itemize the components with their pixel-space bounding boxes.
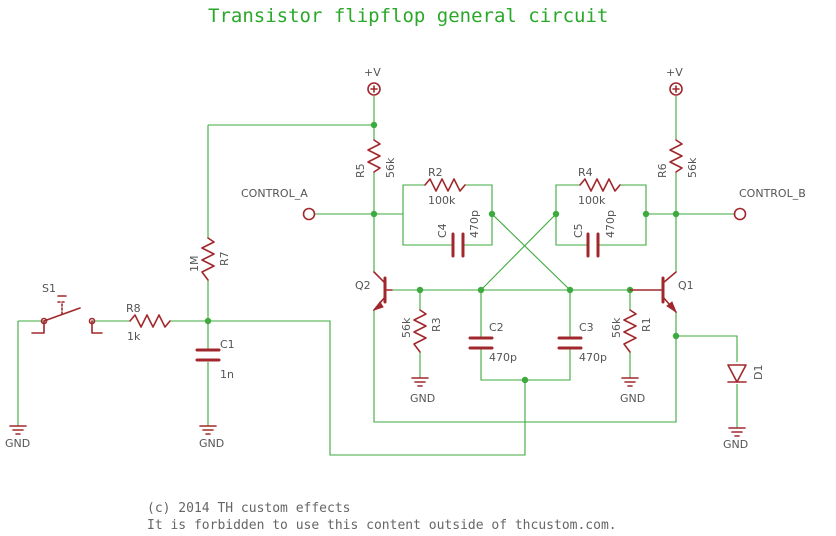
capacitor-c3: C3 470p	[557, 321, 607, 364]
supply-right: +V	[666, 66, 683, 96]
resistor-r5: R5 56k	[354, 139, 397, 178]
supply-right-label: +V	[666, 66, 683, 79]
ground-label-5: GND	[723, 438, 748, 451]
ground-c1: GND	[199, 425, 224, 450]
r4-name: R4	[578, 166, 593, 179]
diagram-title: Transistor flipflop general circuit	[208, 5, 608, 27]
footer-notice: It is forbidden to use this content outs…	[147, 518, 617, 533]
c3-name: C3	[579, 321, 594, 334]
ground-d1: GND	[723, 427, 748, 451]
switch-s1: S1	[31, 282, 103, 334]
footer-copyright: (c) 2014 TH custom effects	[147, 501, 351, 516]
r7-value: 1M	[188, 256, 201, 273]
r8-value: 1k	[127, 330, 141, 343]
supply-left: +V	[364, 66, 381, 96]
capacitor-c1: C1 1n	[195, 338, 235, 381]
capacitor-c5: C5 470p	[572, 210, 617, 258]
ground-label-1: GND	[5, 437, 30, 450]
capacitor-c2: C2 470p	[468, 321, 517, 364]
ground-label-2: GND	[199, 437, 224, 450]
c2-name: C2	[489, 321, 504, 334]
r1-value: 56k	[610, 317, 623, 338]
control-b-terminal: CONTROL_B	[733, 187, 806, 221]
r2-name: R2	[428, 166, 443, 179]
q2-label: Q2	[355, 279, 371, 292]
r3-name: R3	[430, 317, 443, 332]
resistor-r2: R2 100k	[424, 166, 466, 207]
r5-value: 56k	[384, 157, 397, 178]
transistor-q1: Q1	[629, 271, 694, 314]
c2-value: 470p	[489, 351, 517, 364]
r5-name: R5	[354, 163, 367, 178]
transistor-q2: Q2	[355, 271, 393, 311]
control-a-label: CONTROL_A	[241, 187, 308, 200]
r6-name: R6	[656, 163, 669, 178]
supply-left-label: +V	[364, 66, 381, 79]
ground-label-4: GND	[620, 392, 645, 405]
control-b-label: CONTROL_B	[739, 187, 806, 200]
c4-value: 470p	[468, 210, 481, 238]
wires	[17, 96, 738, 456]
junction-dots	[204, 121, 680, 384]
r8-name: R8	[126, 302, 141, 315]
resistor-r8: R8 1k	[126, 302, 171, 343]
resistor-r7: 1M R7	[188, 237, 231, 281]
c5-name: C5	[572, 223, 585, 238]
resistor-r4: R4 100k	[578, 166, 621, 207]
ground-r3: GND	[410, 377, 435, 405]
c1-name: C1	[220, 338, 235, 351]
ground-switch: GND	[5, 425, 30, 450]
ground-r1: GND	[620, 377, 645, 405]
resistor-r6: R6 56k	[656, 139, 699, 178]
s1-label: S1	[42, 282, 56, 295]
q1-label: Q1	[678, 279, 694, 292]
r6-value: 56k	[686, 157, 699, 178]
c3-value: 470p	[579, 351, 607, 364]
ground-label-3: GND	[410, 392, 435, 405]
resistor-r1: 56k R1	[610, 309, 653, 353]
diode-d1: D1	[727, 364, 765, 383]
r4-value: 100k	[578, 194, 606, 207]
r3-value: 56k	[400, 317, 413, 338]
c5-value: 470p	[604, 210, 617, 238]
resistor-r3: 56k R3	[400, 309, 443, 353]
r7-name: R7	[218, 251, 231, 266]
c4-name: C4	[436, 223, 449, 238]
r1-name: R1	[640, 317, 653, 332]
capacitor-c4: C4 470p	[436, 210, 481, 258]
control-a-terminal: CONTROL_A	[241, 187, 316, 221]
r2-value: 100k	[428, 194, 456, 207]
c1-value: 1n	[220, 368, 234, 381]
d1-label: D1	[752, 365, 765, 380]
